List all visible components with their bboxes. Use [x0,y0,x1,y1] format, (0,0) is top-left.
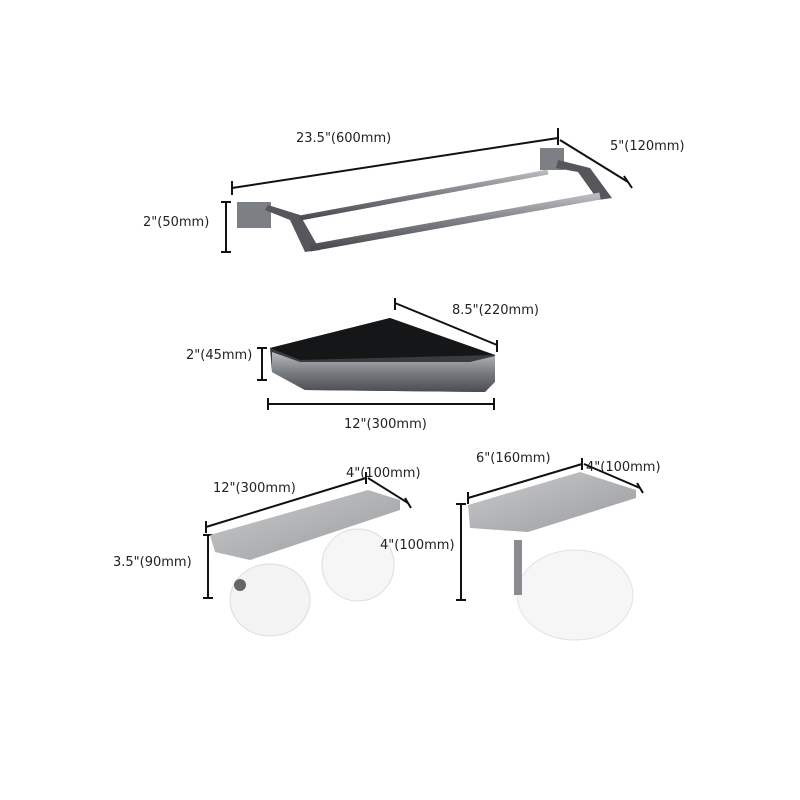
towel-bar-height-label: 2"(50mm) [143,215,210,230]
shelf-width-label: 12"(300mm) [344,417,427,432]
double-holder-depth-label: 4"(100mm) [346,466,421,481]
shelf-depth-label: 8.5"(220mm) [452,303,539,318]
single-holder-width-label: 6"(160mm) [476,451,551,466]
single-paper-holder [456,458,644,641]
towel-bar [221,128,633,253]
single-holder-depth-label: 4"(100mm) [586,460,661,475]
single-holder-height-label: 4"(100mm) [380,538,455,553]
corner-shelf [257,298,498,410]
shelf-height-label: 2"(45mm) [186,348,253,363]
double-paper-holder [203,472,412,637]
towel-bar-length-label: 23.5"(600mm) [296,131,392,146]
towel-bar-depth-label: 5"(120mm) [610,139,685,154]
double-holder-width-label: 12"(300mm) [213,481,296,496]
double-holder-height-label: 3.5"(90mm) [113,555,192,570]
